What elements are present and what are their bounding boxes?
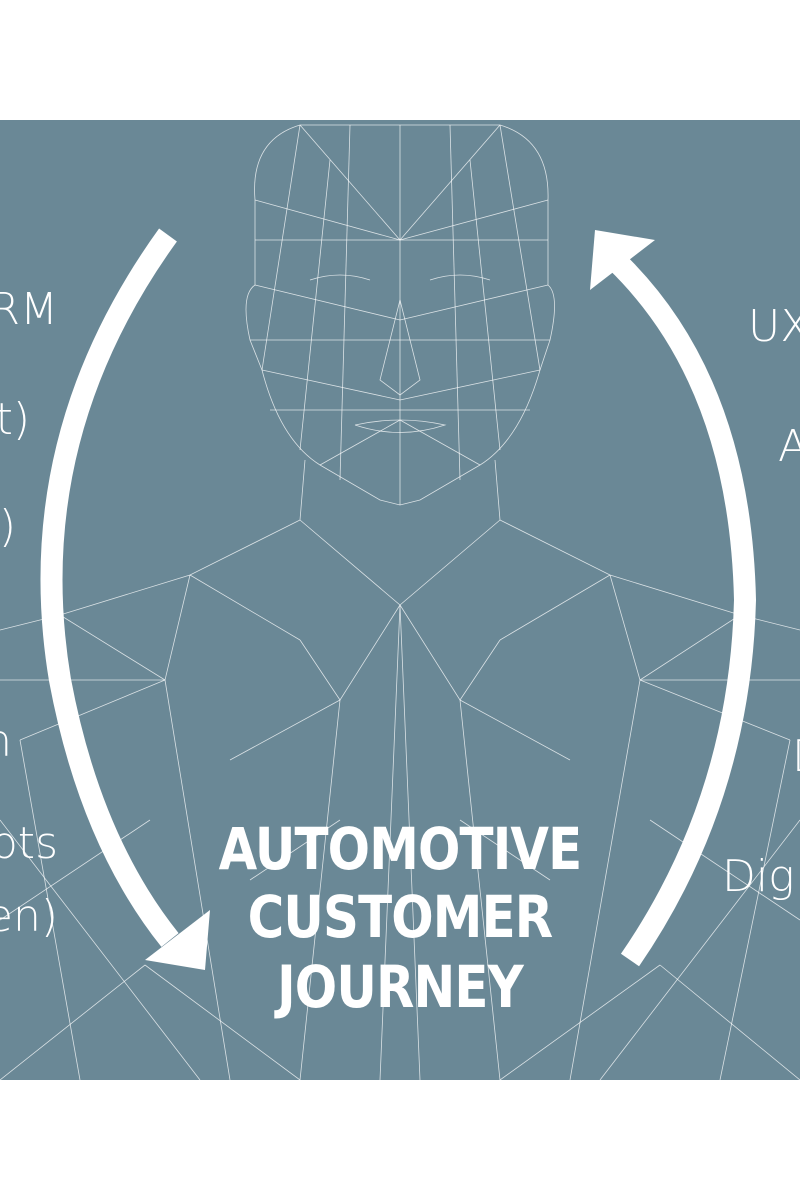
arrow-cycle-up-icon [607,252,757,967]
title-line-3: JOURNEY [277,953,524,1021]
right-fragment-2: A [778,421,800,472]
title-line-2: CUSTOMER [247,883,554,951]
left-fragment-5: ots [0,818,58,869]
right-fragment-4: Dig [722,851,795,902]
left-fragment-3: ) [0,501,16,552]
left-fragment-6: en) [0,891,58,942]
wireframe-person-icon [0,124,800,1080]
arrow-cycle-up-arrowhead [590,230,655,290]
right-fragment-3: D [792,735,800,779]
left-fragment-1: RM [0,284,58,335]
left-fragment-2: t) [0,394,30,445]
arrow-cycle-down-icon [40,228,179,947]
illustration-panel: RM t) ) n ots en) UX A D Dig AUTOMOTIVE … [0,120,800,1080]
arrow-cycle-down-arrowhead [145,910,210,970]
right-fragment-1: UX [748,301,800,352]
left-fragment-4: n [0,720,12,764]
title-line-1: AUTOMOTIVE [218,815,583,883]
